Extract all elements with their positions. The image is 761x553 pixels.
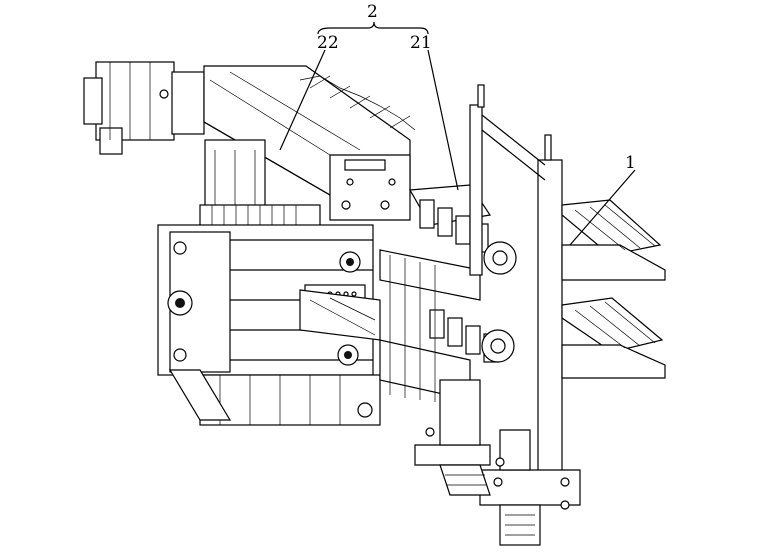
label-leaders — [279, 21, 636, 246]
rack-frame-1 — [469, 84, 666, 546]
label-part-21: 21 — [410, 33, 432, 53]
label-part-22: 22 — [317, 33, 339, 53]
gripper-assembly-21 — [299, 184, 517, 402]
linear-module-22 — [203, 65, 416, 221]
servo-motor — [83, 61, 205, 155]
lower-stand — [414, 379, 505, 496]
label-part-1: 1 — [625, 153, 636, 173]
label-assembly-2: 2 — [367, 2, 378, 22]
